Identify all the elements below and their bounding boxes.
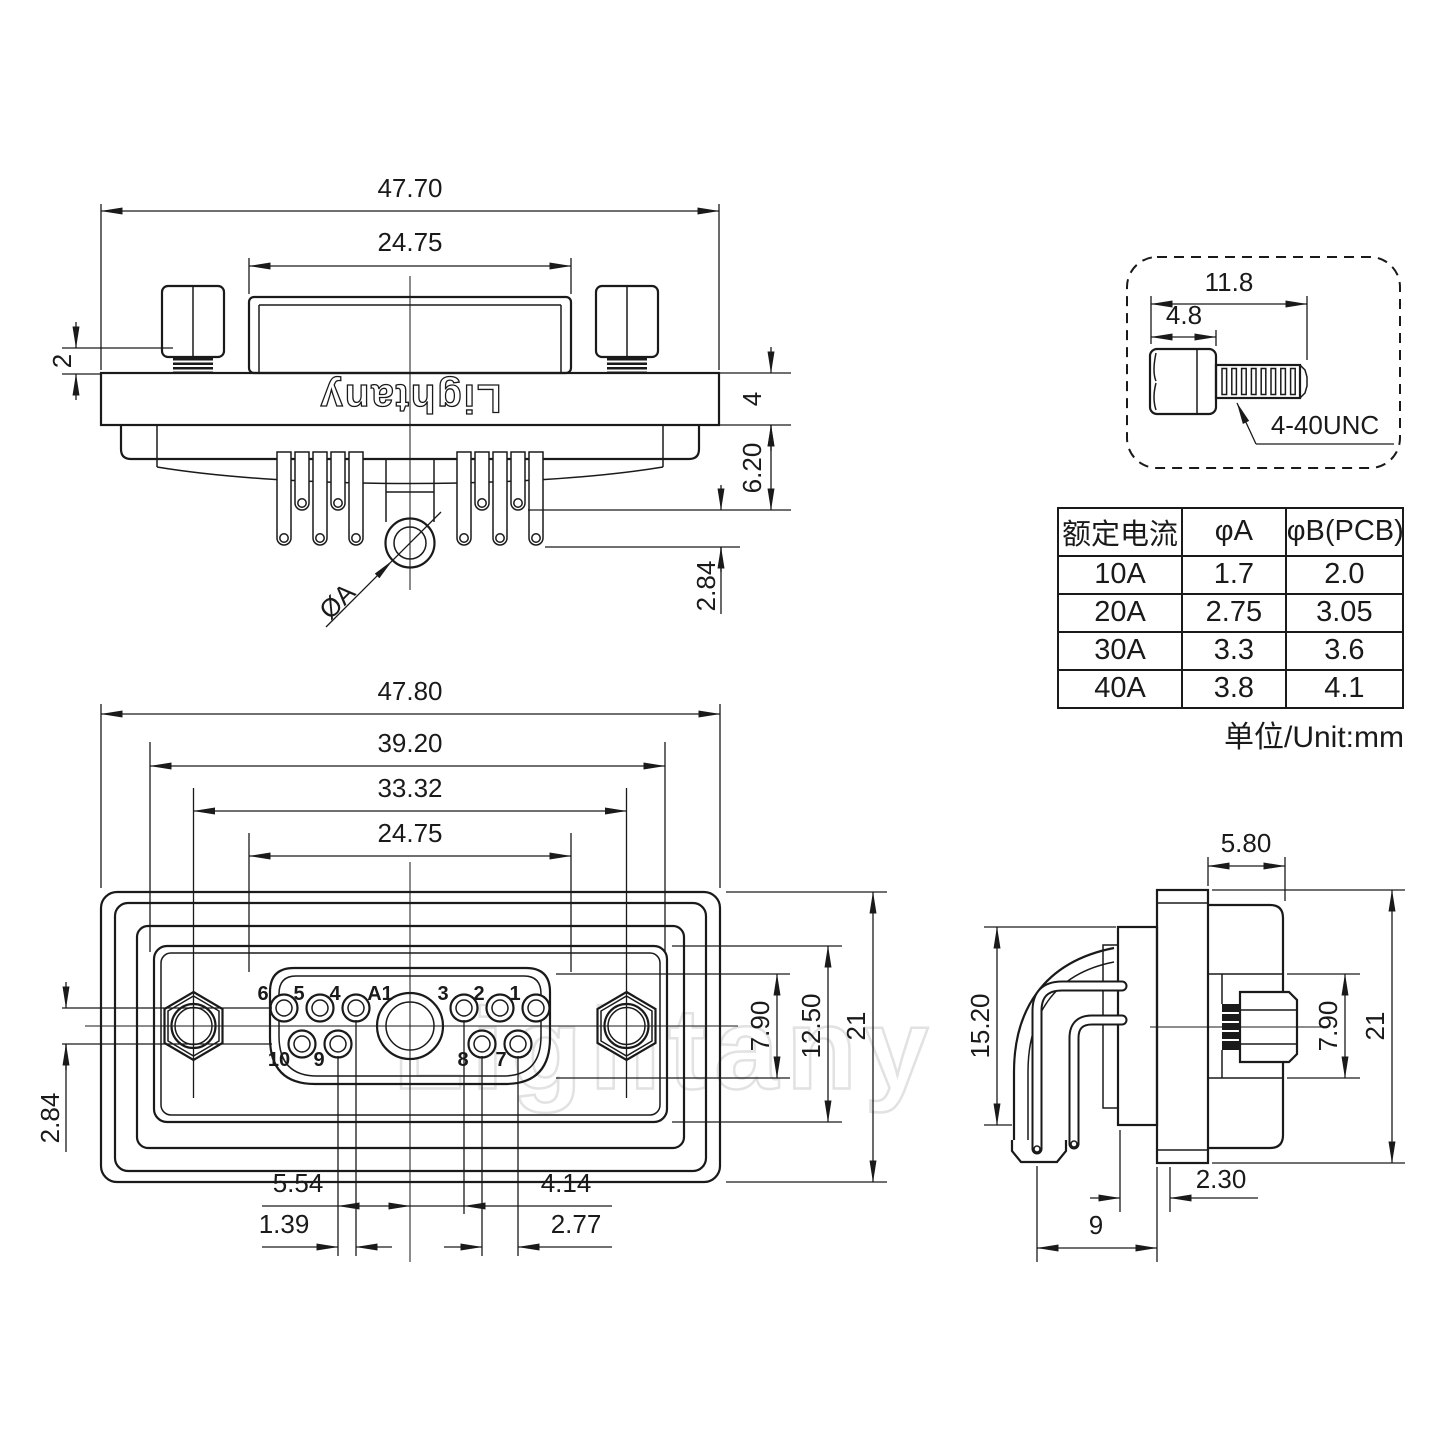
table-row: 30A 3.3 3.6 <box>1056 630 1405 671</box>
dim-screw-spacing: 33.32 <box>377 773 442 803</box>
thread-spec-label: 4-40UNC <box>1271 410 1379 440</box>
cell-current: 40A <box>1056 668 1184 710</box>
top-view: Lightany <box>47 173 791 628</box>
dim-row-stagger: 1.39 <box>259 1209 310 1239</box>
dim-row-offset: 2.84 <box>35 1093 65 1144</box>
dim-pin-tail: 2.84 <box>691 561 721 612</box>
solder-pins <box>276 451 544 546</box>
table-row: 10A 1.7 2.0 <box>1056 554 1405 595</box>
dim-insert-height: 12.50 <box>796 993 826 1058</box>
pin-label-10: 10 <box>268 1049 290 1071</box>
pin-label-5: 5 <box>293 983 304 1005</box>
side-view: 5.80 15.20 7.90 21 2.30 9 <box>965 828 1405 1262</box>
dim-side-flange-height: 21 <box>1360 1012 1390 1041</box>
unit-note: 单位/Unit:mm <box>1224 721 1404 754</box>
dim-front-flange-height: 21 <box>841 1012 871 1041</box>
cell-phi-a: 2.75 <box>1181 592 1287 633</box>
front-view: 6 5 4 A1 3 2 1 10 9 8 7 47.80 39.20 33.3… <box>35 676 887 1262</box>
side-view-dimensions: 5.80 15.20 7.90 21 2.30 9 <box>965 828 1405 1262</box>
header-phi-a: φA <box>1181 507 1287 557</box>
bent-pins <box>1010 946 1128 1164</box>
top-view-dimensions: 47.70 24.75 2 4 6.20 <box>47 173 791 614</box>
cell-current: 20A <box>1056 592 1184 633</box>
dim-screw-standoff: 2 <box>47 354 77 368</box>
pin-label-9: 9 <box>313 1049 324 1071</box>
pin-label-2: 2 <box>473 983 484 1005</box>
front-view-dimensions: 47.80 39.20 33.32 24.75 2.84 7.9 <box>35 676 887 1262</box>
dim-side-shell-height: 7.90 <box>1313 1001 1343 1052</box>
dim-screw-head-length: 4.8 <box>1166 300 1202 330</box>
rated-current-table: 额定电流 φA φB(PCB) 10A 1.7 2.0 20A 2.75 3.0… <box>1056 507 1405 710</box>
pin-label-1: 1 <box>509 983 520 1005</box>
cell-current: 30A <box>1056 630 1184 671</box>
cell-current: 10A <box>1056 554 1184 595</box>
cell-phi-b: 3.05 <box>1284 592 1405 633</box>
dim-top-overall-width: 47.70 <box>377 173 442 203</box>
hole-diameter-label: ØA <box>313 577 361 625</box>
cell-phi-a: 1.7 <box>1181 554 1287 595</box>
cell-phi-a: 3.3 <box>1181 630 1287 671</box>
screw-detail: 11.8 4.8 4-40UNC <box>1126 256 1401 469</box>
table-row: 20A 2.75 3.05 <box>1056 592 1405 633</box>
pin-label-4: 4 <box>329 983 341 1005</box>
dim-top-shroud-width: 24.75 <box>377 227 442 257</box>
pin-label-3: 3 <box>437 983 448 1005</box>
cell-phi-b: 3.6 <box>1284 630 1405 671</box>
d-shell-outline <box>268 966 552 1086</box>
pin-label-8: 8 <box>457 1049 468 1071</box>
dim-body-height: 15.20 <box>965 993 995 1058</box>
dim-pin-pitch: 2.77 <box>551 1209 602 1239</box>
dim-pin-setback: 2.30 <box>1196 1164 1247 1194</box>
dim-front-overall-width: 47.80 <box>377 676 442 706</box>
cell-phi-b: 2.0 <box>1284 554 1405 595</box>
cell-phi-a: 3.8 <box>1181 668 1287 710</box>
dim-front-shell-height: 7.90 <box>745 1001 775 1052</box>
dim-flange-thickness: 4 <box>737 392 767 406</box>
header-rated-current: 额定电流 <box>1056 507 1184 557</box>
dim-screw-overall-length: 11.8 <box>1205 267 1254 297</box>
dim-center-to-pin3: 4.14 <box>541 1168 592 1198</box>
dim-body-depth: 6.20 <box>737 443 767 494</box>
cell-phi-b: 4.1 <box>1284 668 1405 710</box>
table-row: 40A 3.8 4.1 <box>1056 668 1405 710</box>
pin-label-7: 7 <box>495 1049 506 1071</box>
right-jackscrew <box>594 284 660 374</box>
dim-pin-to-flange: 9 <box>1089 1210 1103 1240</box>
dim-pin9-to-center: 5.54 <box>273 1168 324 1198</box>
pin-label-6: 6 <box>257 983 268 1005</box>
detail-frame <box>1126 256 1401 469</box>
leader-arrowhead <box>374 560 393 579</box>
table-header-row: 额定电流 φA φB(PCB) <box>1056 507 1405 557</box>
side-body <box>1116 925 1159 1127</box>
header-phi-b-pcb: φB(PCB) <box>1284 507 1405 557</box>
dim-bracket-width: 39.20 <box>377 728 442 758</box>
dim-shell-depth: 5.80 <box>1221 828 1272 858</box>
pin-label-a1: A1 <box>367 983 393 1005</box>
left-jackscrew <box>160 284 226 374</box>
dim-shell-width: 24.75 <box>377 818 442 848</box>
